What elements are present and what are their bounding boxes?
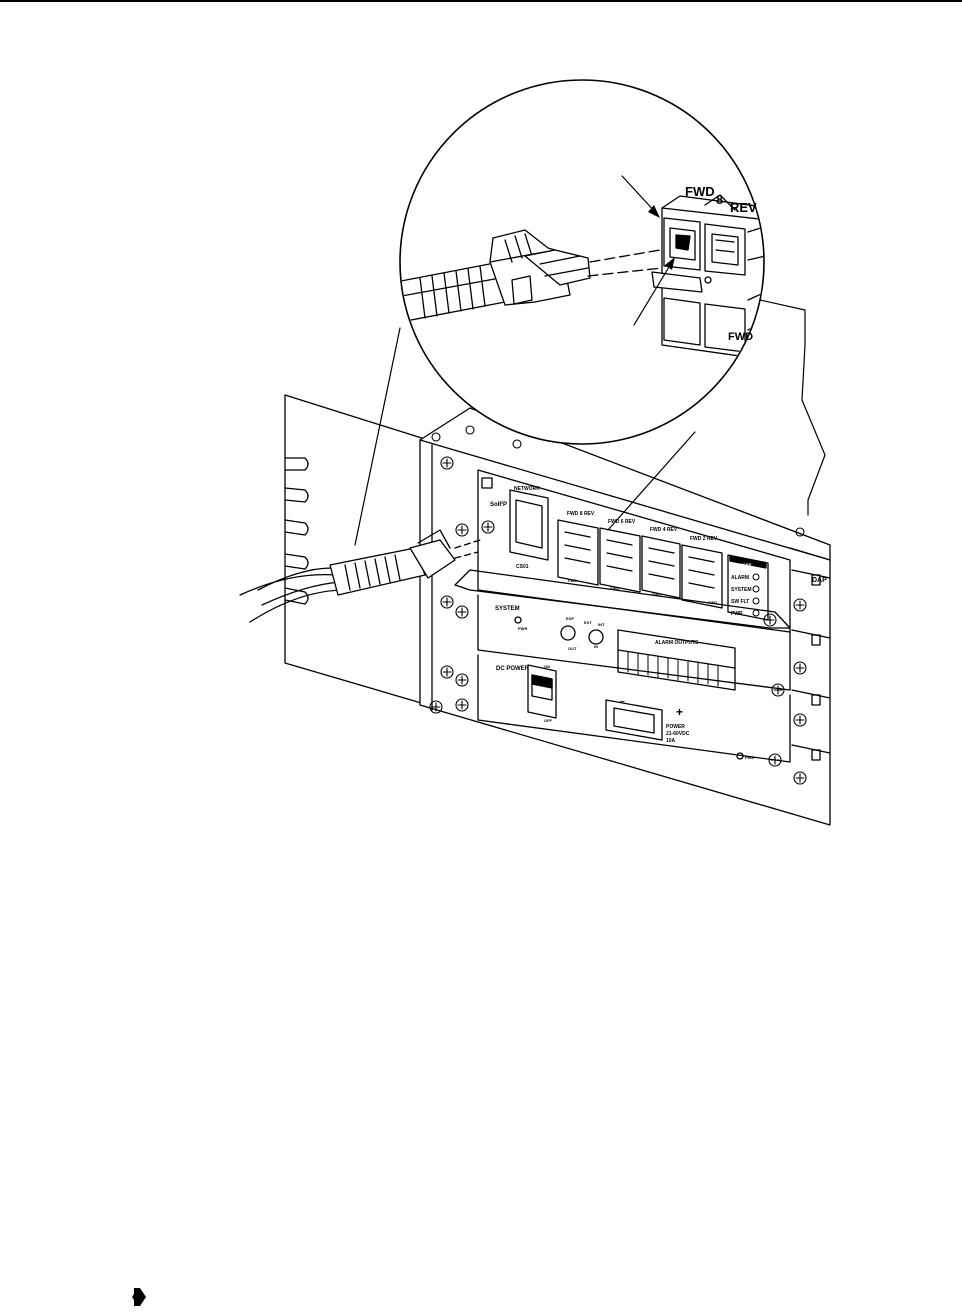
power-led-label: PWR [745,755,754,760]
side-card-label: DAP [812,577,827,584]
network-label: NETWORK [514,486,540,492]
power-amperage: 10A [666,738,676,744]
power-voltage: 21-60VDC [666,731,690,737]
port-fwd-3: FWD [652,592,661,597]
port-header-4: FWD 2 REV [690,536,718,542]
ext-label-exp: EXP [566,616,574,621]
power-minus: − [620,697,625,706]
status-alarm: ALARM [731,575,749,581]
switch-on-label: ON [544,664,550,669]
system-pwr-label: PWR [518,626,527,631]
cs01-label: CS01 [516,564,529,570]
status-pwr: PWR [731,611,743,617]
status-system: SYSTEM [731,587,752,593]
switch-off-label: OFF [544,718,553,723]
zoom-lower-fwd: FWD [728,331,753,343]
zoom-rev-label: REV [730,200,757,215]
dc-power-label: DC POWER [496,666,530,672]
system-label: SYSTEM [495,606,520,612]
power-switch [528,665,556,718]
ext-label-out: OUT [568,646,577,651]
zoom-fwd-label: FWD [685,184,715,199]
port-header-3: FWD 4 REV [650,527,678,533]
power-plus: + [676,705,683,719]
ext-label-ext: EXT [584,620,592,625]
port-header-1: FWD 8 REV [567,511,595,517]
zoom-port-number: 8 [716,192,723,207]
port-header-2: FWD 6 REV [608,519,636,525]
sofp-label: SoIFP [490,502,507,508]
port-fwd-4: FWD [708,600,717,605]
ext-label-in: IN [594,644,598,649]
port-fwd-1: FWD [568,578,577,583]
zoomed-port-block [652,195,772,360]
alarm-outputs-label: ALARM OUTPUTS [655,640,699,646]
status-swflt: SW FLT [731,599,749,605]
port-fwd-2: FWD [610,586,619,591]
note-arrow-icon [131,1286,147,1308]
ext-label-int: INT [598,622,605,627]
power-label: POWER [666,724,685,730]
danger-label: DANGER [734,562,751,567]
